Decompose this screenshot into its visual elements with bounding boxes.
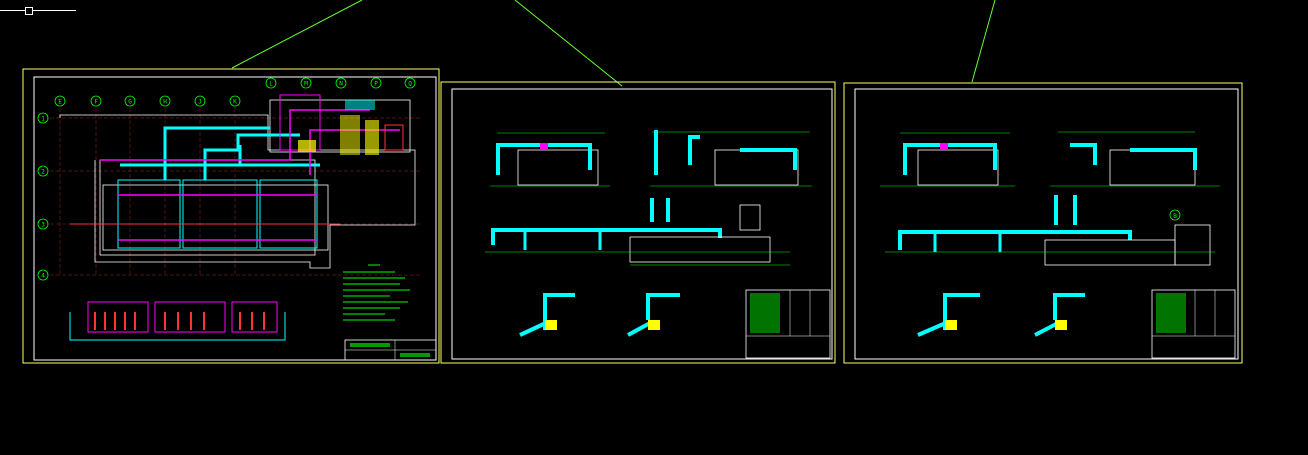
- grid-bubble: K: [229, 95, 241, 107]
- sheet-border: [843, 82, 1243, 364]
- grid-bubble-label: G: [128, 99, 132, 106]
- grid-bubble: 2: [37, 165, 49, 177]
- title-block: [344, 339, 437, 361]
- section-view-a: [490, 132, 610, 187]
- crosshair-cursor-line: [0, 10, 76, 11]
- grid-bubble: E: [54, 95, 66, 107]
- grid-bubble: [1169, 209, 1181, 221]
- grid-bubble: 3: [37, 218, 49, 230]
- inner-frame: [33, 76, 437, 361]
- grid-bubble: J: [194, 95, 206, 107]
- grid-bubble: 4: [37, 269, 49, 281]
- grid-bubble: M: [300, 77, 312, 89]
- building-outline: [59, 99, 416, 269]
- grid-bubble: 1: [37, 112, 49, 124]
- equipment-elevation: [69, 301, 286, 341]
- section-view-a: [880, 132, 1015, 187]
- grid-bubble-label: N: [339, 81, 343, 88]
- drawing-sheet-plan[interactable]: E F G H J K L M N P Q 1 2 3 4: [22, 68, 440, 364]
- drawing-sheet-sections-2[interactable]: B: [843, 82, 1243, 364]
- grid-bubble: Q: [404, 77, 416, 89]
- detail-view-1: [917, 293, 980, 337]
- grid-bubble: G: [124, 95, 136, 107]
- grid-bubble-label: J: [198, 99, 202, 106]
- inner-frame: [451, 88, 833, 360]
- section-view-b: [1050, 131, 1220, 187]
- section-view-b: [650, 130, 812, 187]
- section-view-long: B: [885, 195, 1215, 266]
- drawing-sheet-sections-1[interactable]: [440, 81, 836, 364]
- notes-block: [343, 264, 410, 321]
- grid-bubble-label: 3: [41, 222, 45, 229]
- grid-bubble: N: [335, 77, 347, 89]
- grid-bubble-label: F: [94, 99, 98, 106]
- grid-bubble-label: P: [374, 81, 378, 88]
- leader-line: [971, 0, 996, 83]
- grid-bubble-label: Q: [408, 81, 412, 88]
- grid-bubble-label: K: [233, 99, 237, 106]
- grid-bubble-label: L: [269, 81, 273, 88]
- sheet-border: [22, 68, 440, 364]
- grid-bubble-label: H: [163, 99, 167, 106]
- grid-bubble-label: E: [58, 99, 62, 106]
- grid-bubble-label: 2: [41, 169, 45, 176]
- leader-line: [231, 0, 363, 69]
- equipment-schedule-table: [1151, 289, 1236, 359]
- detail-view-2: [627, 293, 680, 337]
- equipment-schedule-table: [745, 289, 831, 359]
- grid-bubble-label: 4: [41, 273, 45, 280]
- inner-frame: [854, 88, 1239, 360]
- section-view-long: [485, 198, 790, 266]
- tower-headers: [118, 194, 317, 241]
- sheet-border: [440, 81, 836, 364]
- detail-view-1: [519, 293, 575, 337]
- grid-bubble: H: [159, 95, 171, 107]
- grid-bubble-label: B: [1173, 213, 1177, 220]
- pickbox-cursor: [25, 7, 33, 15]
- pump-room-equipment: [279, 94, 404, 155]
- grid-bubble: P: [370, 77, 382, 89]
- cooling-tower-cells: [117, 179, 318, 249]
- detail-view-2: [1034, 293, 1085, 337]
- grid-bubble-label: M: [304, 81, 308, 88]
- grid-bubble: L: [265, 77, 277, 89]
- grid-bubble: F: [90, 95, 102, 107]
- grid-bubble-label: 1: [41, 116, 45, 123]
- grid-bubbles-left: 1 2 3 4: [37, 112, 49, 281]
- leader-line: [514, 0, 623, 87]
